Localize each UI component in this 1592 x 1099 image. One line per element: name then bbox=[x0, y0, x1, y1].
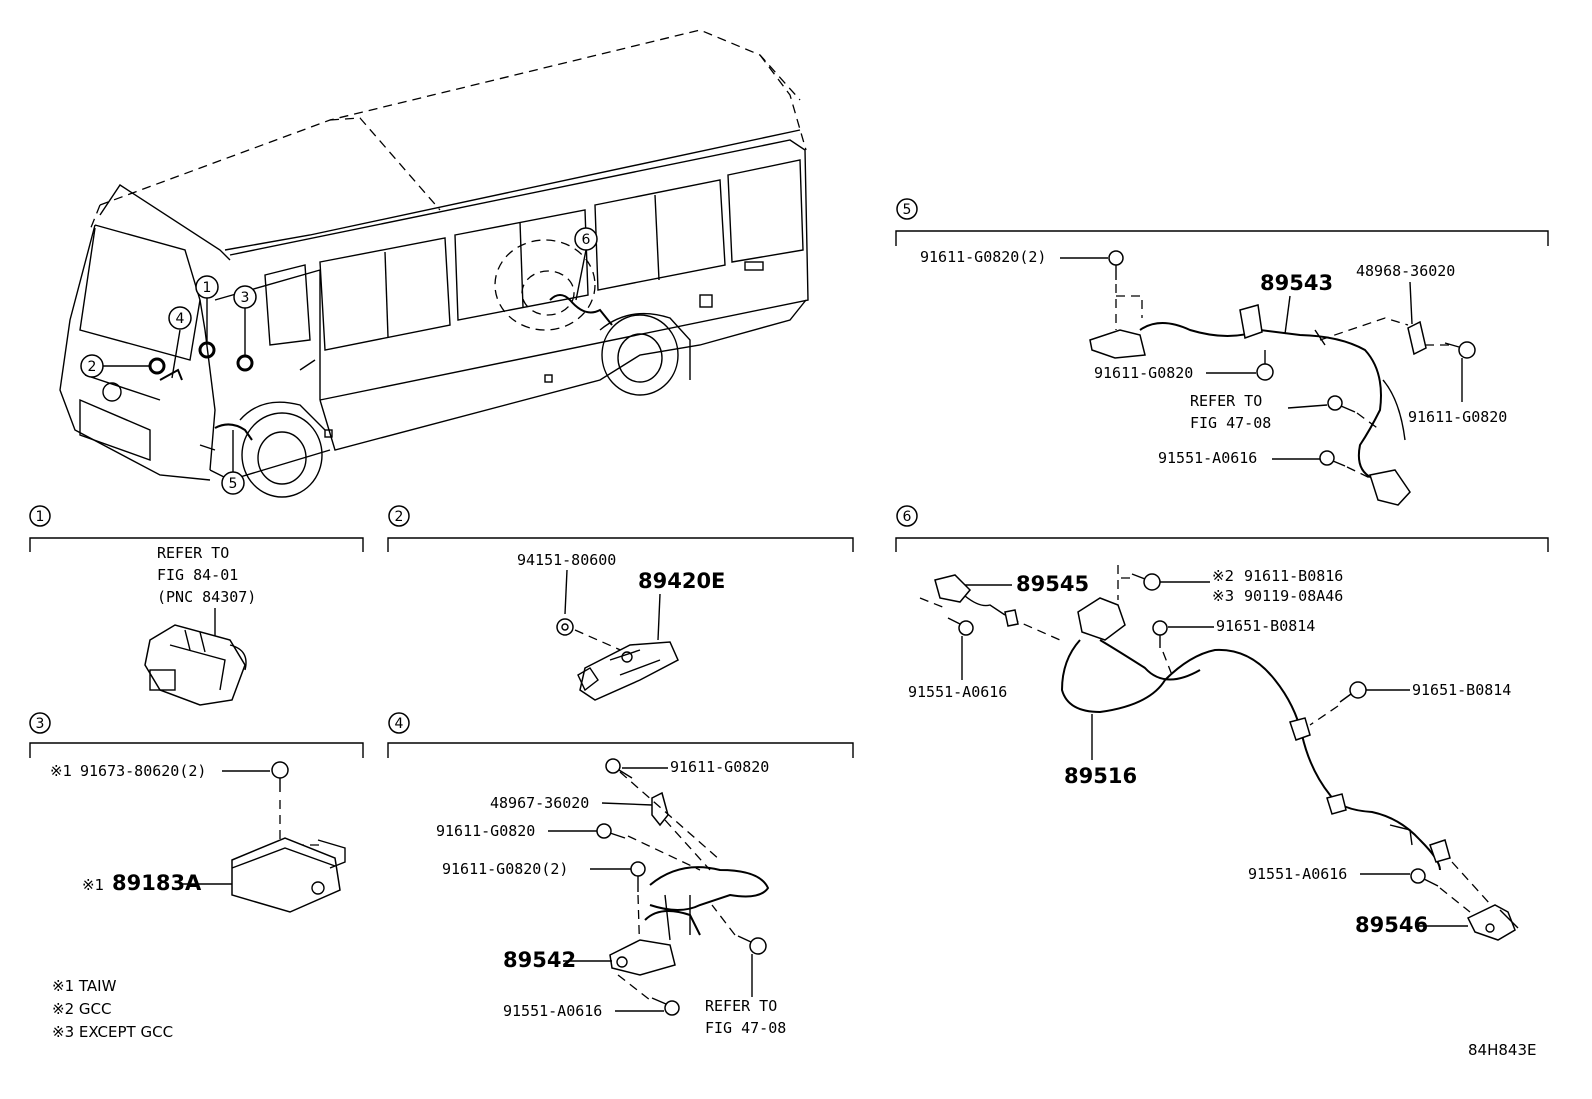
s4-bolt-mid-label[interactable]: 91611-G0820 bbox=[436, 822, 535, 840]
s2-nut-label[interactable]: 94151-80600 bbox=[517, 551, 616, 569]
s4-bracket-label[interactable]: 48967-36020 bbox=[490, 794, 589, 812]
s5-bolt-bottom-label[interactable]: 91551-A0616 bbox=[1158, 449, 1257, 467]
s6-gcc-part-label[interactable]: 91611-B0816 bbox=[1244, 567, 1343, 585]
bolt-icon bbox=[737, 935, 767, 955]
bolt-icon bbox=[1327, 395, 1356, 413]
s4-harness-part bbox=[609, 866, 770, 976]
s6-bolt-left-label[interactable]: 91551-A0616 bbox=[908, 683, 1007, 701]
vehicle-callout-2[interactable]: 2 bbox=[80, 354, 166, 378]
bus-illustration: 1 2 3 4 5 6 bbox=[59, 29, 809, 498]
vehicle-callout-4[interactable]: 4 bbox=[168, 306, 192, 379]
s1-module-part bbox=[144, 624, 247, 706]
svg-text:2: 2 bbox=[395, 509, 404, 525]
s6-gcc-mark: ※2 bbox=[1212, 567, 1234, 585]
s6-exgcc-mark: ※3 bbox=[1212, 587, 1234, 605]
bolt-icon bbox=[1152, 620, 1168, 648]
bolt-icon bbox=[630, 861, 646, 892]
bolt-icon bbox=[651, 997, 680, 1016]
bolt-icon bbox=[947, 617, 974, 636]
svg-text:4: 4 bbox=[395, 716, 404, 732]
s1-refer-line2[interactable]: FIG 84-01 bbox=[157, 566, 238, 584]
s6-bolt-a-label[interactable]: 91651-B0814 bbox=[1216, 617, 1315, 635]
section-1: 1 REFER TO FIG 84-01 (PNC 84307) bbox=[29, 505, 364, 706]
s4-refer-line2[interactable]: FIG 47-08 bbox=[705, 1019, 786, 1037]
bolt-icon bbox=[1131, 573, 1161, 591]
svg-text:5: 5 bbox=[229, 476, 238, 492]
s6-rear-sensor-label[interactable]: 89546 bbox=[1355, 913, 1428, 937]
s3-sensor-mark: ※1 bbox=[82, 876, 104, 894]
svg-text:1: 1 bbox=[203, 280, 212, 296]
section-4: 4 91611-G0820 48967-36020 91611-G0820 91… bbox=[387, 712, 854, 1037]
note-3: ※3 EXCEPT GCC bbox=[52, 1023, 173, 1041]
s6-exgcc-part-label[interactable]: 90119-08A46 bbox=[1244, 587, 1343, 605]
bolt-icon bbox=[271, 761, 289, 792]
s3-bolt-label[interactable]: 91673-80620(2) bbox=[80, 762, 206, 780]
s5-bolt-pair-label[interactable]: 91611-G0820(2) bbox=[920, 248, 1046, 266]
s1-refer-line3[interactable]: (PNC 84307) bbox=[157, 588, 256, 606]
s5-bracket-label[interactable]: 48968-36020 bbox=[1356, 262, 1455, 280]
s2-sensor-label[interactable]: 89420E bbox=[638, 569, 725, 593]
s6-front-sensor-label[interactable]: 89545 bbox=[1016, 572, 1089, 596]
s5-refer-line2[interactable]: FIG 47-08 bbox=[1190, 414, 1271, 432]
s3-sensor-part bbox=[231, 837, 346, 913]
s2-sensor-part bbox=[577, 641, 679, 701]
s4-bolt-pair-label[interactable]: 91611-G0820(2) bbox=[442, 860, 568, 878]
svg-text:6: 6 bbox=[903, 509, 912, 525]
s3-sensor-label[interactable]: 89183A bbox=[112, 871, 202, 895]
svg-text:1: 1 bbox=[36, 509, 45, 525]
s4-bolt-top-label[interactable]: 91611-G0820 bbox=[670, 758, 769, 776]
section-5: 5 91611-G0820(2) 89543 48968-36020 9161 bbox=[895, 198, 1549, 506]
svg-text:3: 3 bbox=[241, 290, 250, 306]
s5-bolt-right-label[interactable]: 91611-G0820 bbox=[1408, 408, 1507, 426]
s3-bolt-mark: ※1 bbox=[50, 762, 72, 780]
s6-harness-label[interactable]: 89516 bbox=[1064, 764, 1137, 788]
section-3: 3 ※1 91673-80620(2) ※1 89183A ※1 TAIW ※2… bbox=[29, 712, 364, 1041]
note-1: ※1 TAIW bbox=[52, 977, 117, 995]
s6-bolt-b-label[interactable]: 91651-B0814 bbox=[1412, 681, 1511, 699]
svg-text:5: 5 bbox=[903, 202, 912, 218]
section-6: 6 89545 91551-A0616 ※2 91611-B0816 ※3 90… bbox=[895, 505, 1549, 941]
nut-icon bbox=[556, 618, 574, 636]
section-2: 2 94151-80600 89420E bbox=[387, 505, 854, 701]
s6-front-sensor-part bbox=[934, 574, 1006, 616]
vehicle-callout-5[interactable]: 5 bbox=[221, 430, 245, 495]
s5-bolt-mid-label[interactable]: 91611-G0820 bbox=[1094, 364, 1193, 382]
vehicle-callout-1[interactable]: 1 bbox=[195, 275, 219, 359]
s6-rear-sensor-part bbox=[1466, 904, 1519, 941]
bolt-icon bbox=[1256, 350, 1274, 381]
s6-bolt-bottom-label[interactable]: 91551-A0616 bbox=[1248, 865, 1347, 883]
s6-harness-part bbox=[1060, 597, 1451, 871]
s1-refer-line1[interactable]: REFER TO bbox=[157, 544, 229, 562]
s5-refer-line1[interactable]: REFER TO bbox=[1190, 392, 1262, 410]
svg-text:6: 6 bbox=[582, 232, 591, 248]
s4-harness-label[interactable]: 89542 bbox=[503, 948, 576, 972]
diagram-code: 84H843E bbox=[1468, 1041, 1536, 1059]
s4-bolt-bottom-label[interactable]: 91551-A0616 bbox=[503, 1002, 602, 1020]
bolt-icon bbox=[605, 758, 633, 779]
s5-harness-label[interactable]: 89543 bbox=[1260, 271, 1333, 295]
s5-harness-part bbox=[1089, 304, 1411, 506]
bolt-icon bbox=[596, 823, 626, 839]
svg-text:2: 2 bbox=[88, 359, 97, 375]
bolt-icon bbox=[1444, 341, 1476, 359]
svg-text:3: 3 bbox=[36, 716, 45, 732]
svg-text:4: 4 bbox=[176, 311, 185, 327]
s4-refer-line1[interactable]: REFER TO bbox=[705, 997, 777, 1015]
vehicle-callout-3[interactable]: 3 bbox=[233, 285, 257, 372]
bolt-icon bbox=[1108, 250, 1124, 280]
bolt-icon bbox=[1339, 681, 1367, 703]
vehicle-callout-6[interactable]: 6 bbox=[574, 227, 598, 301]
bolt-icon bbox=[1410, 868, 1439, 887]
bolt-icon bbox=[1319, 450, 1346, 467]
note-2: ※2 GCC bbox=[52, 1000, 111, 1018]
